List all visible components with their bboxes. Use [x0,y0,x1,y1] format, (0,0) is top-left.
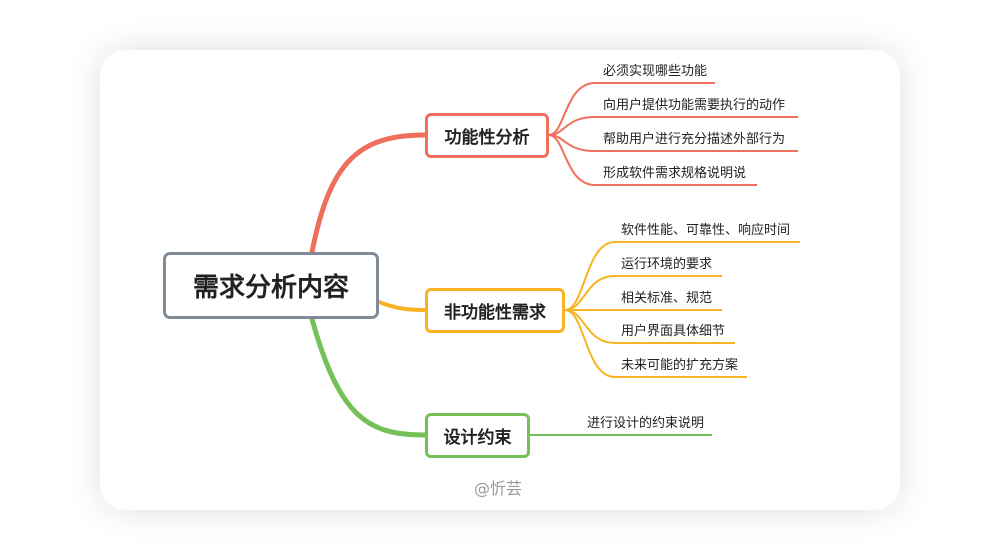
connector-root-branch-2 [377,300,427,312]
leaf-node[interactable]: 相关标准、规范 [621,291,713,306]
leaf-node[interactable]: 向用户提供功能需要执行的动作 [603,98,786,113]
leaf-node[interactable]: 用户界面具体细节 [621,324,726,339]
leaf-node[interactable]: 运行环境的要求 [621,257,713,272]
connector-root-branch-3 [309,316,428,438]
connector-root-branch-1 [309,132,428,255]
leaf-node[interactable]: 形成软件需求规格说明说 [603,166,747,181]
connector-b2-leaf-1 [564,241,800,311]
connector-b1-leaf-1 [548,82,715,136]
connector-b2-leaf-5 [564,309,747,378]
branch-node-design-constraints[interactable]: 设计约束 [425,413,530,458]
branch-node-functional-analysis[interactable]: 功能性分析 [425,113,549,158]
leaf-node[interactable]: 必须实现哪些功能 [603,64,708,79]
root-node[interactable]: 需求分析内容 [163,252,379,319]
branch-node-non-functional-requirements[interactable]: 非功能性需求 [425,288,565,333]
connector-b2-leaf-2 [564,275,722,311]
leaf-node[interactable]: 软件性能、可靠性、响应时间 [621,223,791,238]
leaf-node[interactable]: 帮助用户进行充分描述外部行为 [603,132,786,147]
connector-b1-leaf-2 [548,116,798,136]
leaf-node[interactable]: 进行设计的约束说明 [587,416,705,431]
watermark-text: @忻芸 [474,479,523,498]
connector-b1-leaf-4 [548,134,757,186]
leaf-node[interactable]: 未来可能的扩充方案 [621,358,739,373]
